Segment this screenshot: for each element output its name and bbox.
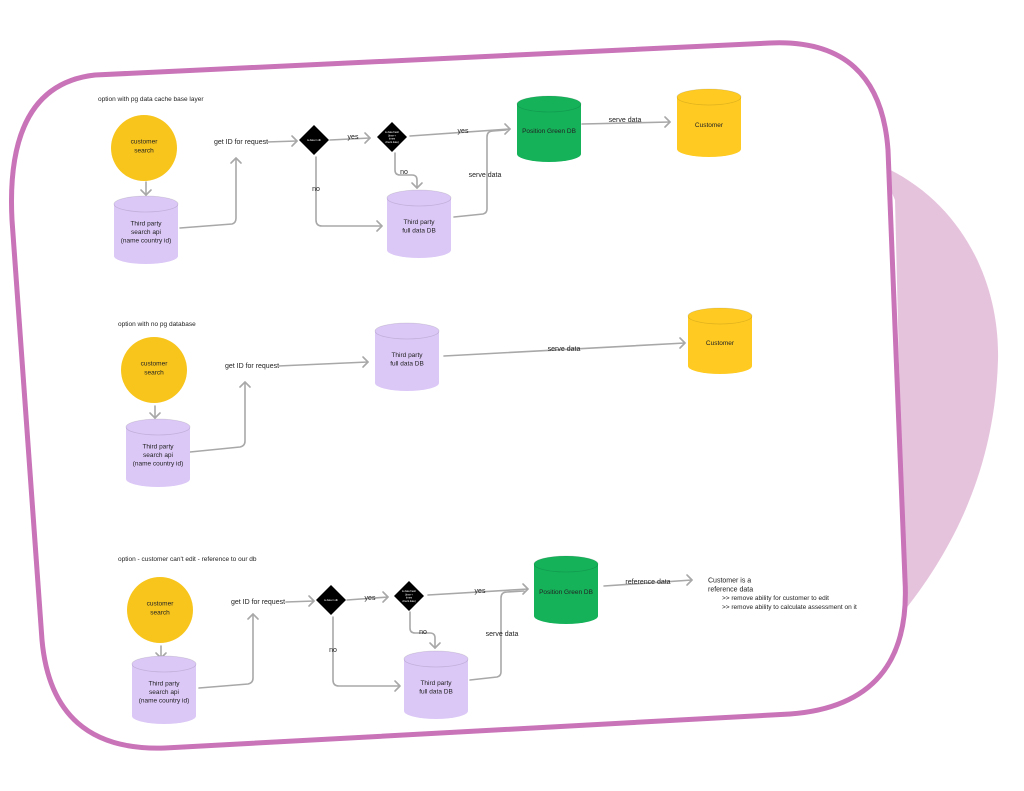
s1-arrow-yes2 (409, 128, 511, 137)
s2-arrowhead-4 (679, 337, 686, 349)
frame-border (8, 40, 908, 751)
s1-green-db-label: Position Green DB (522, 128, 576, 135)
s2-customer-db[interactable]: Customer (687, 307, 753, 374)
s3-green-db[interactable]: Position Green DB (533, 555, 599, 624)
s3-arrow-serve (469, 590, 525, 681)
s2-customer-db-label: Customer (706, 340, 735, 347)
s3-serve-label: serve data (486, 631, 519, 638)
section1-title: option with pg data cache base layer (98, 96, 204, 103)
s3-arrow-reference (603, 579, 693, 587)
s1-yes1-label: yes (348, 134, 359, 141)
s3-arrowhead-6 (394, 680, 401, 692)
s3-reference-label: reference data (625, 579, 670, 586)
s1-decision-in-db-label: is data in db (307, 138, 322, 142)
s1-arrowhead-7 (411, 182, 423, 189)
background-shadow-shape (880, 165, 999, 610)
s3-yes1-label: yes (365, 595, 376, 602)
s2-arrowhead-3 (362, 356, 369, 368)
s3-arrow-getid-to-d1 (285, 600, 315, 603)
s3-arrow-no1 (332, 616, 399, 687)
s2-arrow-api-to-getid (189, 381, 246, 453)
s1-arrowhead-6 (376, 220, 383, 232)
s2-arrow-getid-to-full (277, 361, 369, 367)
s3-arrowhead-7 (429, 642, 441, 649)
s1-arrow-yes1 (329, 137, 371, 141)
s1-arrowhead-4 (364, 132, 371, 144)
s3-green-db-label: Position Green DB (539, 589, 593, 596)
s2-serve-label: serve data (548, 346, 581, 353)
section3-title: option - customer can't edit - reference… (118, 556, 257, 563)
s1-yes2-label: yes (458, 128, 469, 135)
s3-decision-in-db[interactable]: is data in db (316, 585, 346, 615)
section2-title: option with no pg database (118, 321, 196, 328)
s1-arrowhead-5 (504, 123, 511, 135)
s3-note-item-1: >> remove ability for customer to edit (722, 595, 829, 602)
s2-arrow-full-to-customer (443, 342, 686, 357)
s3-arrow-no2 (409, 611, 436, 649)
s3-note-item-2: >> remove ability to calculate assessmen… (722, 604, 857, 611)
s3-arrow-api-to-getid (198, 613, 254, 689)
s3-arrowhead-2 (247, 613, 259, 620)
s3-yes2-label: yes (475, 588, 486, 595)
s1-customer-db-label: Customer (695, 122, 724, 129)
s1-serve-label: serve data (469, 172, 502, 179)
s1-arrowhead-3 (291, 135, 298, 147)
s1-arrow-serve (453, 129, 507, 218)
s1-arrow-getid-to-d1 (265, 140, 298, 143)
s3-arrowhead-4 (382, 591, 389, 603)
s3-get-id-label: get ID for request (231, 599, 285, 606)
s3-arrowhead-5 (522, 583, 529, 595)
s1-customer-db[interactable]: Customer (676, 88, 742, 157)
s1-arrowhead-2 (230, 157, 242, 164)
s2-get-id-label: get ID for request (225, 363, 279, 370)
s3-arrow-yes1 (346, 596, 389, 601)
s1-arrow-no1 (315, 156, 381, 227)
s1-green-serve-label: serve data (609, 117, 642, 124)
s3-no1-label: no (329, 647, 337, 654)
s3-arrowhead-3 (308, 595, 315, 607)
s1-get-id-label: get ID for request (214, 139, 268, 146)
s1-arrow-api-to-getid (179, 157, 237, 229)
s3-arrowhead-8 (686, 574, 693, 586)
s1-arrowhead-8 (664, 116, 671, 128)
s1-no1-label: no (312, 186, 320, 193)
s2-arrowhead-2 (239, 381, 251, 388)
s1-decision-in-db[interactable]: is data in db (299, 125, 329, 155)
s1-arrowhead-1 (140, 189, 152, 196)
s1-arrow-no2 (394, 152, 418, 189)
s3-arrow-yes2 (427, 588, 529, 596)
s1-no2-label: no (400, 169, 408, 176)
s1-arrow-green-to-customer (581, 121, 671, 125)
s2-arrowhead-1 (149, 412, 161, 419)
s3-no2-label: no (419, 629, 427, 636)
s1-green-db[interactable]: Position Green DB (516, 95, 582, 162)
s3-decision-in-db-label: is data in db (324, 598, 339, 602)
